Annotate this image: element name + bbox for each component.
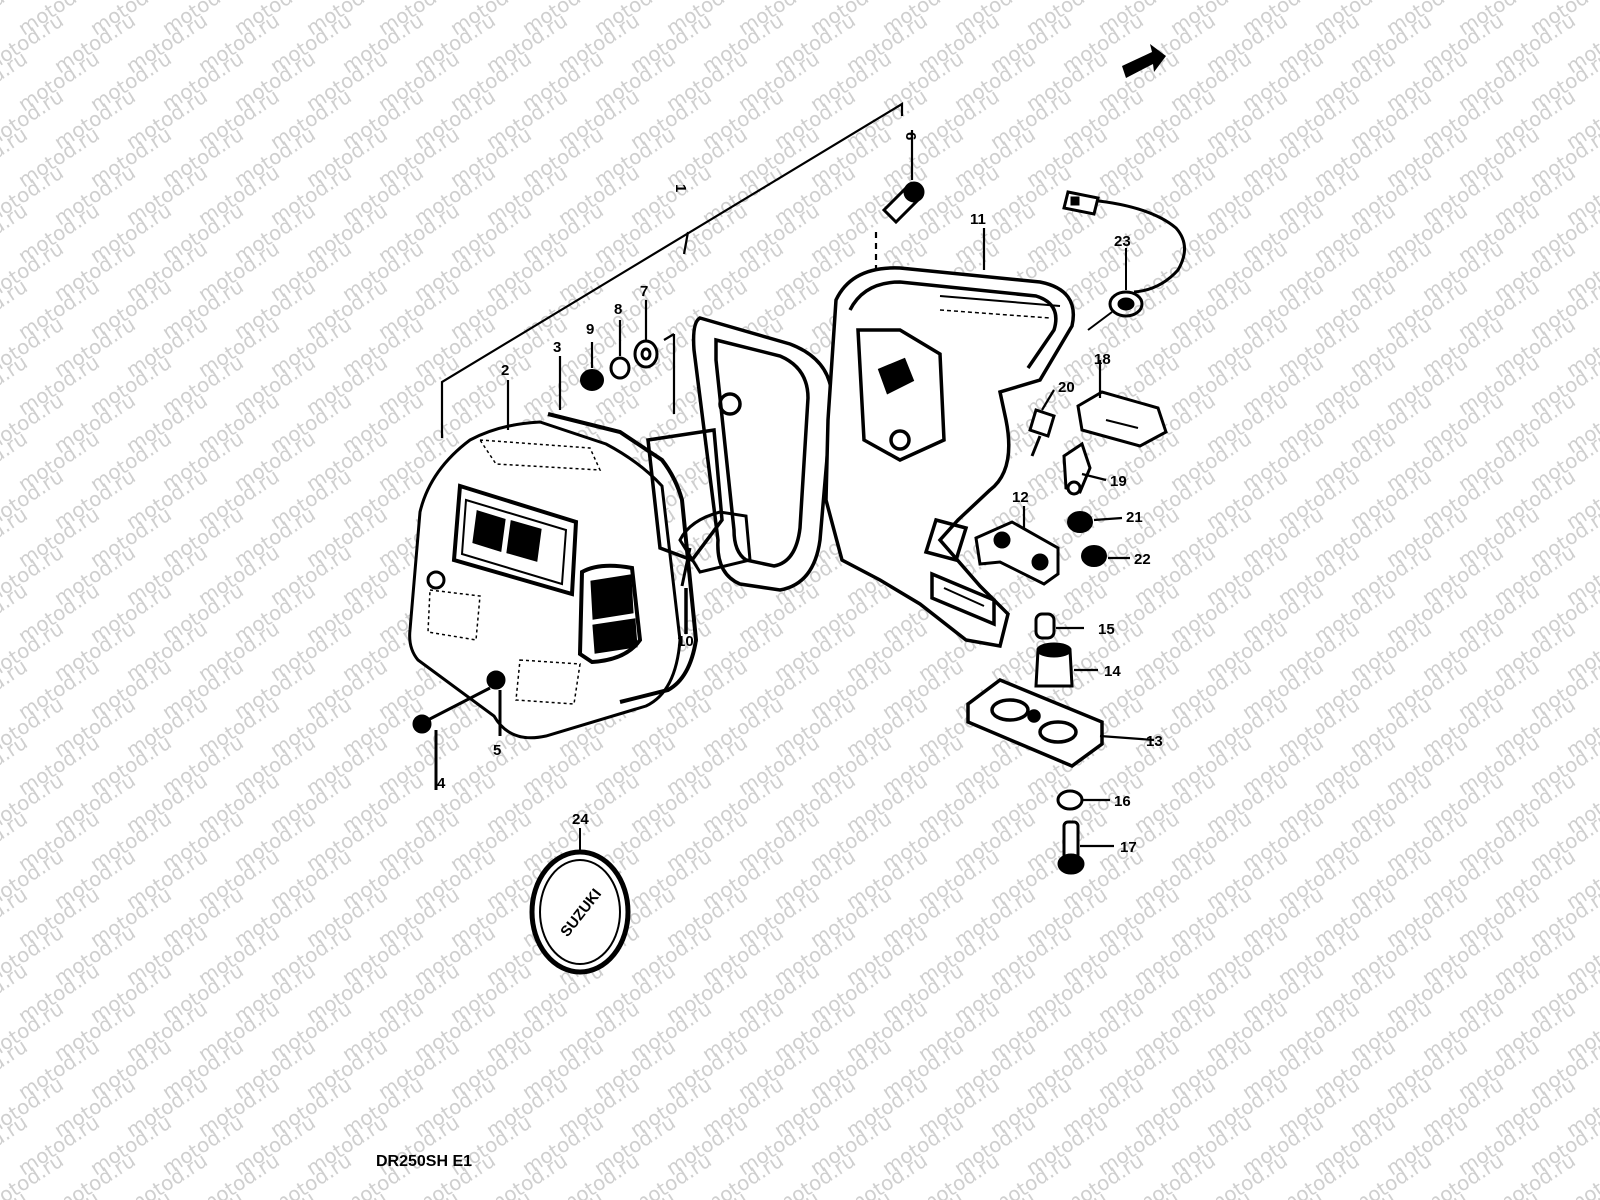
callout-16: 16 [1114, 793, 1131, 810]
callout-11: 11 [970, 211, 986, 228]
callout-15: 15 [1098, 621, 1115, 638]
callout-3: 3 [553, 339, 561, 356]
callout-10: 10 [677, 633, 694, 650]
part-7-washer [633, 339, 659, 369]
callout-20: 20 [1058, 379, 1075, 396]
part-8-washer [609, 356, 631, 380]
callout-4: 4 [437, 775, 446, 792]
part-21-nut [1067, 511, 1093, 533]
part-22-nut [1081, 545, 1107, 567]
callout-23: 23 [1114, 233, 1131, 250]
callout-7: 7 [640, 283, 648, 300]
callout-1: 1 [672, 184, 689, 192]
model-code: DR250SH E1 [376, 1153, 472, 1170]
callout-14: 14 [1104, 663, 1121, 680]
callout-12: 12 [1012, 489, 1029, 506]
callout-5: 5 [493, 742, 501, 759]
part-9-nut [580, 369, 604, 391]
watermark-text: motod.ru [1598, 0, 1600, 40]
part-15-collar [1034, 612, 1056, 640]
callout-6: 6 [902, 132, 919, 140]
part-17-bolt [1057, 820, 1085, 875]
callout-13: 13 [1146, 733, 1163, 750]
part-14-grommet [1034, 642, 1074, 688]
callout-17: 17 [1120, 839, 1137, 856]
callout-24: 24 [572, 811, 589, 828]
callout-19: 19 [1110, 473, 1127, 490]
callout-18: 18 [1094, 351, 1111, 368]
callout-2: 2 [501, 362, 509, 379]
callout-8: 8 [614, 301, 622, 318]
callout-9: 9 [586, 321, 594, 338]
callout-22: 22 [1134, 551, 1151, 568]
callout-21: 21 [1126, 509, 1143, 526]
part-16-washer [1056, 789, 1084, 811]
